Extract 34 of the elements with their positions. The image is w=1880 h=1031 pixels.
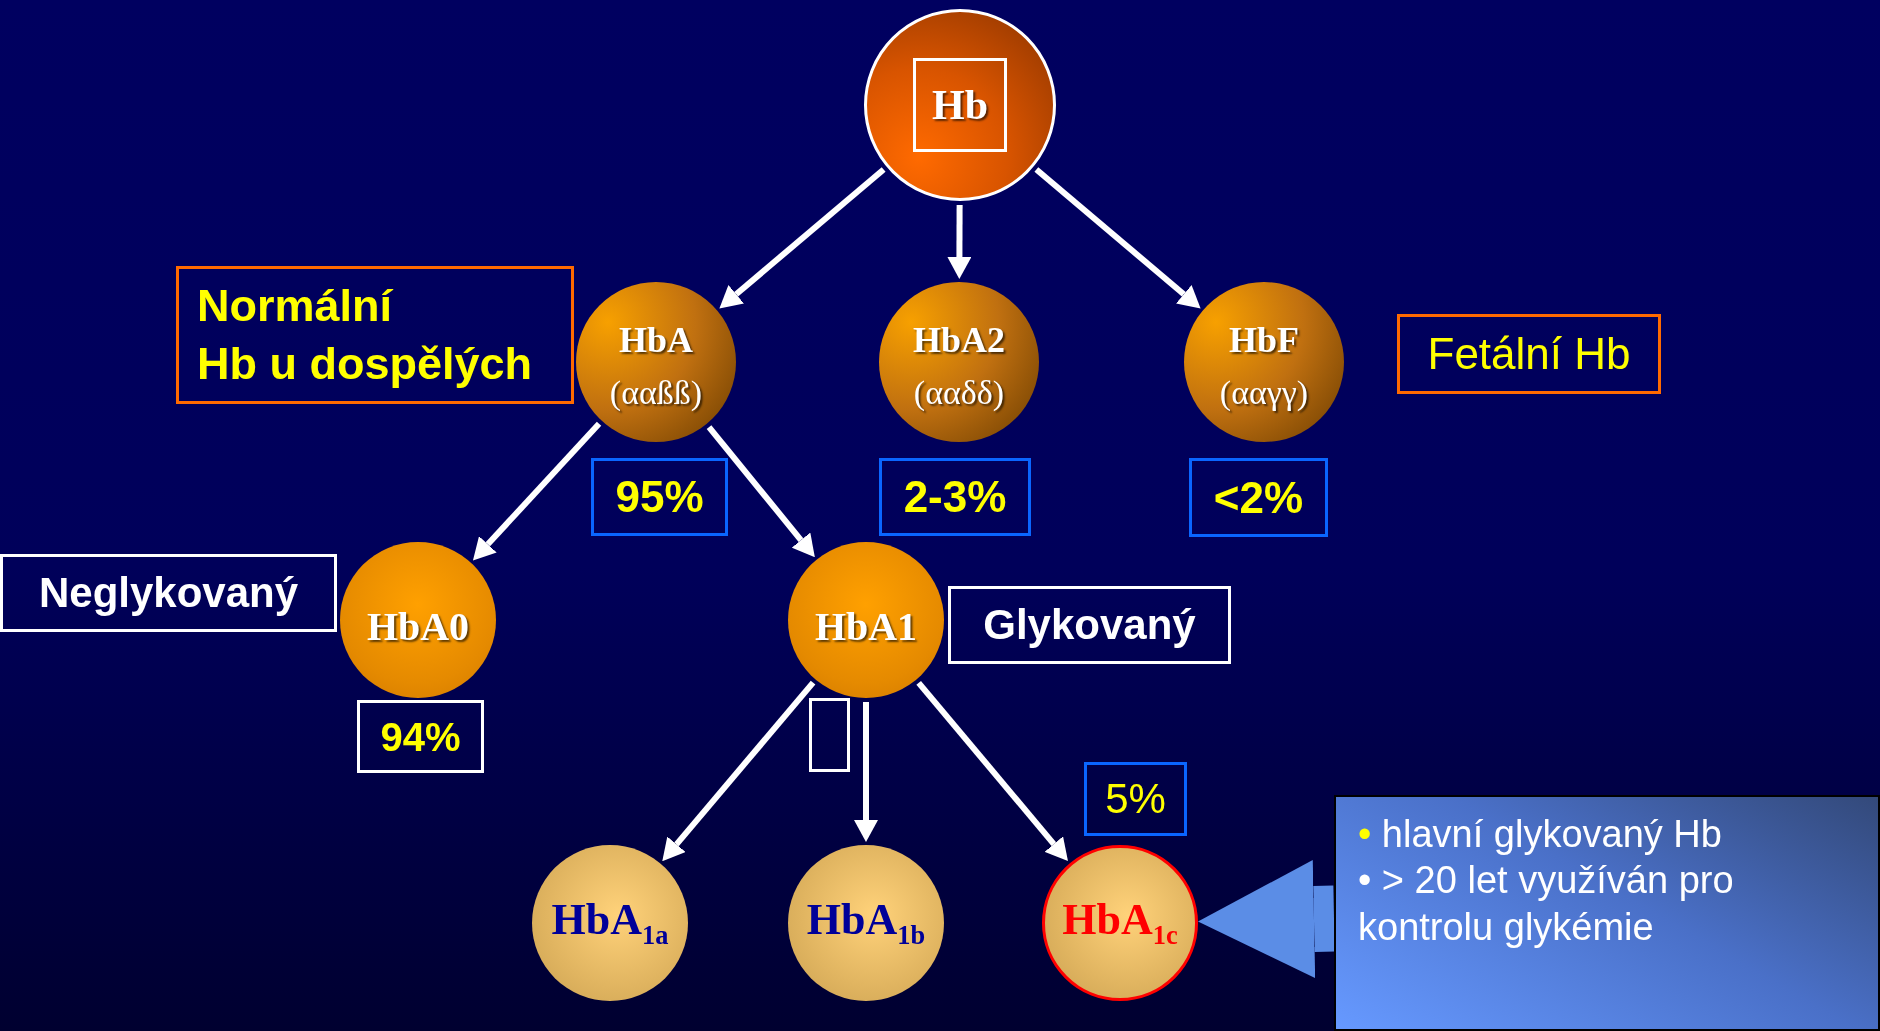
node-label: HbF	[1229, 320, 1299, 361]
percent-box	[879, 458, 1031, 536]
chain-formula: (ααγγ)	[1219, 374, 1309, 412]
node-label: HbA1	[814, 605, 918, 649]
percent-value: 95%	[615, 471, 704, 524]
chain-formula: (ααßß)	[609, 374, 703, 412]
percent-value: 94%	[380, 713, 461, 761]
note-box	[948, 586, 1231, 664]
bullet-text: • > 20 let využíván pro kontrolu glykémie	[1358, 858, 1735, 950]
box-label: Fetální Hb	[1427, 328, 1631, 381]
node-label: HbA2	[913, 320, 1005, 361]
note-box	[1397, 314, 1661, 394]
callout-box	[1334, 795, 1880, 1031]
node-label: HbA0	[366, 605, 470, 649]
node-label: HbA$_{1c}$	[1062, 896, 1178, 950]
percent-value: <2%	[1213, 471, 1304, 524]
bullet-text: • hlavní glykovaný Hb	[1358, 812, 1723, 857]
note-box	[0, 554, 337, 632]
chain-formula: (ααδδ)	[913, 374, 1005, 412]
empty-box	[809, 698, 850, 772]
percent-box	[357, 700, 484, 773]
node-label: Hb	[913, 58, 1007, 152]
box-label: Neglykovaný	[38, 567, 299, 618]
percent-value: 2-3%	[903, 471, 1007, 524]
node-label: HbA$_{1b}$	[806, 896, 926, 950]
node-label: HbA$_{1a}$	[551, 896, 669, 950]
percent-box	[591, 458, 728, 536]
percent-value: 5%	[1105, 773, 1166, 824]
node-label: HbA	[619, 320, 693, 361]
box-label: Glykovaný	[983, 599, 1196, 650]
percent-box	[1189, 458, 1328, 537]
box-label: Normální Hb u dospělých	[197, 278, 533, 391]
percent-box	[1084, 762, 1187, 836]
note-box	[176, 266, 574, 404]
